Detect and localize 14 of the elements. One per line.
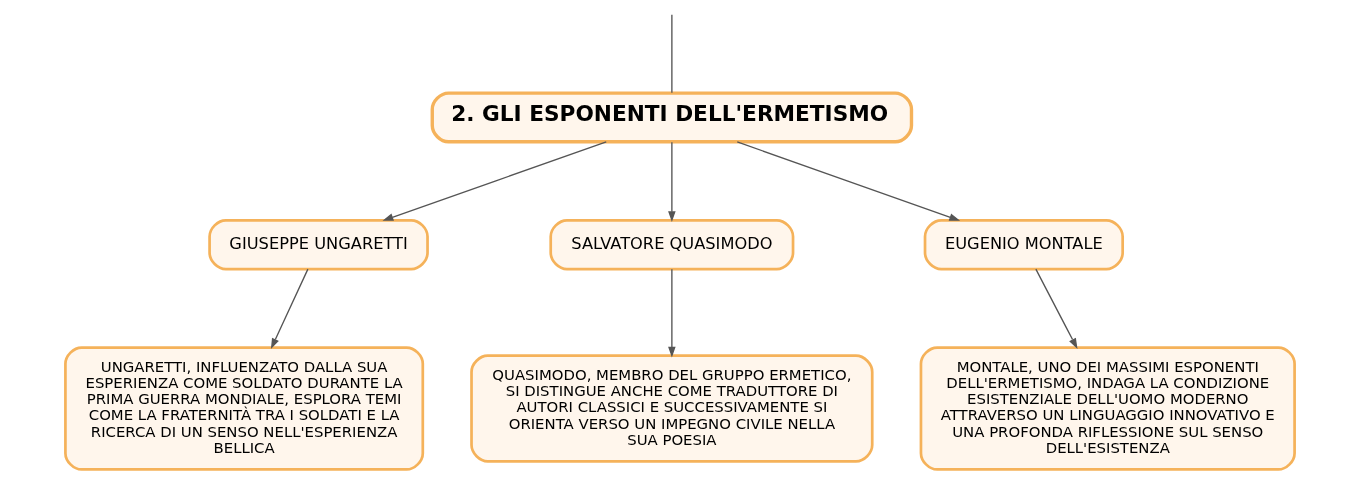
node-box: UNGARETTI, INFLUENZATO DALLA SUA ESPERIENZA COME SOLDATO DURANTE LA PRIMA GUERRA MONDIALE, ESPLORA TEMI COME LA FRATERNITÀ TRA I SOLDATI E LA RICERCA DI UN SENSO NELL'ESPERIENZA BELLICA [63, 346, 424, 471]
node-box: MONTALE, UNO DEI MASSIMI ESPONENTI DELL'ERMETISMO, INDAGA LA CONDIZIONE ESISTENZIALE DELL'UOMO MODERNO ATTRAVERSO UN LINGUAGGIO INNOVATIVO E UNA PROFONDA RIFLESSIONE SUL SENSO DELL'ESISTENZA [919, 346, 1296, 471]
node-box: SALVATORE QUASIMODO [548, 218, 794, 271]
arrow [382, 141, 607, 221]
node-box: 2. GLI ESPONENTI DELL'ERMETISMO [430, 91, 913, 144]
arrow [667, 268, 676, 358]
arrow [270, 268, 309, 350]
arrow [736, 141, 960, 221]
arrow [667, 141, 676, 223]
node-box: QUASIMODO, MEMBRO DEL GRUPPO ERMETICO, SI DISTINGUE ANCHE COME TRADUTTORE DI AUTORI CLASSICI E SUCCESSIVAMENTE SI ORIENTA VERSO UN IMPEGNO CIVILE NELLA SUA POESIA [469, 354, 874, 463]
node-box: EUGENIO MONTALE [923, 218, 1124, 271]
arrow [1034, 268, 1078, 350]
connector [670, 13, 673, 94]
node-box: GIUSEPPE UNGARETTI [207, 218, 429, 271]
